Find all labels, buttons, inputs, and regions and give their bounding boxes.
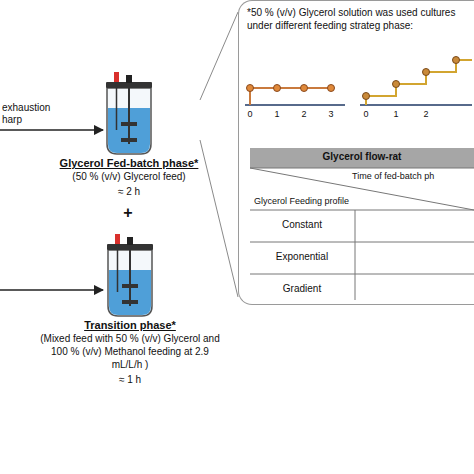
feed-profile-line xyxy=(250,88,331,105)
axis-tick-label: 1 xyxy=(393,109,398,119)
phase-detail: ≈ 2 h xyxy=(58,185,200,198)
axis-tick-label: 2 xyxy=(423,109,428,119)
axis-tick-label: 2 xyxy=(301,109,306,119)
vessel-drawing xyxy=(58,70,200,156)
bioreactor-vessel xyxy=(107,234,153,316)
table-cell: Glycerol Feeding profile xyxy=(254,196,349,206)
plus-sign: + xyxy=(123,204,132,222)
process-note: exhaustion xyxy=(2,102,50,113)
feed-profile-line xyxy=(366,60,472,105)
table-grid xyxy=(250,168,474,300)
feed-points xyxy=(247,85,335,92)
table-cell: Constant xyxy=(282,219,322,230)
table-cell: Glycerol flow-rat xyxy=(323,151,402,162)
axis-tick-label: 0 xyxy=(247,109,252,119)
table-cell: Exponential xyxy=(276,251,328,262)
process-note: harp xyxy=(2,114,22,125)
axis-tick-label: 3 xyxy=(328,109,333,119)
phase-detail: (Mixed feed with 50 % (v/v) Glycerol and… xyxy=(40,332,220,371)
zoom-connector xyxy=(200,12,238,100)
feed-points xyxy=(363,57,460,100)
phase-block: Glycerol Fed-batch phase*(50 % (v/v) Gly… xyxy=(58,70,200,198)
phase-detail: ≈ 1 h xyxy=(40,373,220,386)
plot-axis xyxy=(360,104,472,106)
table-cell: Time of fed-batch ph xyxy=(352,171,434,181)
axis-tick-label: 0 xyxy=(363,109,368,119)
phase-detail: (50 % (v/v) Glycerol feed) xyxy=(58,170,200,183)
note-text: *50 % (v/v) Glycerol solution was used c… xyxy=(247,6,466,32)
table-header xyxy=(250,148,474,168)
axis-tick-label: 1 xyxy=(274,109,279,119)
phase-block: Transition phase*(Mixed feed with 50 % (… xyxy=(40,232,220,386)
phase-title: Glycerol Fed-batch phase* xyxy=(58,156,200,170)
plot-axis xyxy=(245,104,345,106)
vessel-drawing xyxy=(40,232,220,318)
feed-arrow xyxy=(0,129,103,131)
feed-arrow xyxy=(0,289,103,291)
table-cell: Gradient xyxy=(283,283,321,294)
phase-title: Transition phase* xyxy=(40,318,220,332)
bioreactor-vessel xyxy=(106,72,152,154)
zoom-line xyxy=(200,140,238,297)
